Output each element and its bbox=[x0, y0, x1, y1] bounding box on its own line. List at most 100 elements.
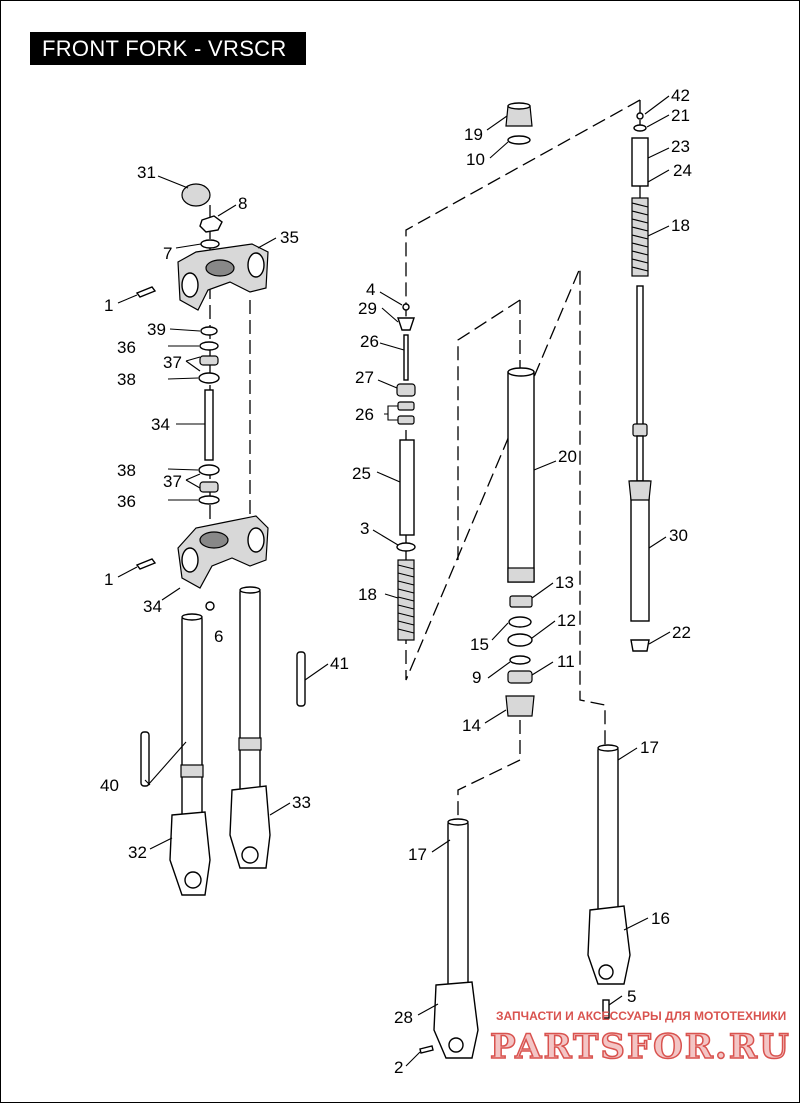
callout-20: 20 bbox=[558, 447, 577, 466]
callout-7: 7 bbox=[163, 244, 172, 263]
callout-19: 19 bbox=[464, 125, 483, 144]
race-38-upper bbox=[198, 372, 220, 384]
slider-32 bbox=[169, 811, 211, 896]
callout-29: 29 bbox=[358, 299, 377, 318]
cap-22 bbox=[630, 639, 650, 652]
callout-12: 12 bbox=[557, 611, 576, 630]
rod-26 bbox=[403, 334, 409, 381]
lower-legs bbox=[419, 744, 631, 1059]
callout-5: 5 bbox=[627, 987, 636, 1006]
callout-8: 8 bbox=[238, 194, 247, 213]
nut-42 bbox=[636, 112, 644, 120]
page-title: FRONT FORK - VRSCR bbox=[30, 32, 306, 65]
callout-17-right: 17 bbox=[640, 738, 659, 757]
screw-5 bbox=[602, 999, 610, 1019]
valve-26a bbox=[397, 401, 415, 411]
lower-bracket-34 bbox=[177, 515, 269, 589]
nut-8 bbox=[199, 215, 223, 233]
callout-22: 22 bbox=[672, 623, 691, 642]
callout-1-upper: 1 bbox=[104, 296, 113, 315]
washer-36-lower bbox=[198, 495, 220, 505]
bushing-13 bbox=[509, 595, 533, 608]
fork-tube-32 bbox=[181, 616, 203, 818]
callout-37-lower: 37 bbox=[163, 472, 182, 491]
callout-39: 39 bbox=[147, 320, 166, 339]
callout-18-lower: 18 bbox=[358, 585, 377, 604]
washer-36-upper bbox=[199, 341, 219, 351]
piston-27 bbox=[396, 383, 416, 397]
callout-3: 3 bbox=[360, 519, 369, 538]
washer-15 bbox=[508, 616, 532, 628]
watermark-logo: PARTSFOR.RU bbox=[490, 1027, 791, 1067]
cap-29 bbox=[397, 317, 415, 331]
washer-7 bbox=[200, 239, 220, 249]
bolt-2 bbox=[419, 1045, 434, 1054]
callout-21: 21 bbox=[671, 106, 690, 125]
callout-35: 35 bbox=[280, 228, 299, 247]
callout-9: 9 bbox=[472, 668, 481, 687]
cartridge-body-30 bbox=[630, 480, 650, 622]
dust-boot-14 bbox=[505, 695, 535, 717]
callout-38-lower: 38 bbox=[117, 461, 136, 480]
callout-34-stem: 34 bbox=[151, 415, 170, 434]
callout-33: 33 bbox=[292, 793, 311, 812]
ring-3 bbox=[396, 542, 416, 552]
callout-34-bracket: 34 bbox=[143, 597, 162, 616]
reflector-40 bbox=[140, 731, 150, 787]
callout-11: 11 bbox=[557, 652, 575, 671]
spacer-23 bbox=[631, 137, 649, 187]
callout-25: 25 bbox=[352, 464, 371, 483]
callout-16: 16 bbox=[651, 909, 670, 928]
callout-37-upper: 37 bbox=[163, 353, 182, 372]
watermark: ЗАПЧАСТИ И АКСЕССУАРЫ ДЛЯ МОТОТЕХНИКИ PA… bbox=[489, 1009, 791, 1068]
plug-6 bbox=[205, 601, 215, 611]
fork-tube-20 bbox=[507, 371, 535, 583]
slider-28 bbox=[433, 981, 479, 1059]
callout-4: 4 bbox=[366, 280, 375, 299]
washer-21 bbox=[633, 124, 647, 132]
callout-15: 15 bbox=[470, 635, 489, 654]
valve-26b bbox=[397, 415, 415, 425]
callout-42: 42 bbox=[671, 86, 690, 105]
bearing-37-upper bbox=[199, 355, 219, 366]
callout-31: 31 bbox=[137, 163, 156, 182]
callout-36-lower: 36 bbox=[117, 492, 136, 511]
reflector-41 bbox=[296, 651, 306, 707]
callout-41: 41 bbox=[330, 654, 349, 673]
spring-18-lower bbox=[397, 559, 415, 641]
steering-assembly bbox=[135, 183, 269, 611]
nut-4 bbox=[402, 303, 410, 311]
race-38-lower bbox=[198, 464, 220, 476]
callout-23: 23 bbox=[671, 137, 690, 156]
watermark-tagline: ЗАПЧАСТИ И АКСЕССУАРЫ ДЛЯ МОТОТЕХНИКИ bbox=[496, 1009, 786, 1023]
spring-18-upper bbox=[631, 197, 649, 277]
cartridge-parts bbox=[396, 102, 535, 717]
callout-26-valves: 26 bbox=[355, 405, 374, 424]
callout-18-upper: 18 bbox=[671, 216, 690, 235]
seal-12 bbox=[507, 633, 533, 647]
steering-stem-34 bbox=[204, 389, 214, 461]
callout-6: 6 bbox=[214, 627, 223, 646]
cap-31 bbox=[181, 183, 211, 207]
fork-tube-17-right bbox=[597, 747, 619, 911]
callout-2: 2 bbox=[394, 1058, 403, 1077]
fork-legs-assembled bbox=[140, 586, 306, 896]
callout-24: 24 bbox=[673, 161, 692, 180]
leader-lines bbox=[117, 95, 671, 1067]
bushing-11 bbox=[507, 670, 533, 684]
slider-33 bbox=[229, 785, 271, 869]
seal-39 bbox=[200, 326, 218, 336]
bolt-1-upper bbox=[135, 286, 157, 298]
o-ring-10 bbox=[507, 135, 531, 145]
upper-bracket-35 bbox=[177, 243, 269, 311]
damper-rod-30 bbox=[636, 285, 644, 427]
callout-labels: 31 8 7 35 1 39 36 37 38 34 38 37 36 1 34… bbox=[100, 86, 692, 1077]
callout-28: 28 bbox=[394, 1008, 413, 1027]
fork-tube-33 bbox=[239, 589, 261, 791]
callout-32: 32 bbox=[128, 843, 147, 862]
bearing-37-lower bbox=[199, 481, 219, 493]
callout-36-upper: 36 bbox=[117, 338, 136, 357]
bolt-1-lower bbox=[135, 558, 157, 570]
callout-13: 13 bbox=[555, 573, 574, 592]
callout-38-upper: 38 bbox=[117, 370, 136, 389]
